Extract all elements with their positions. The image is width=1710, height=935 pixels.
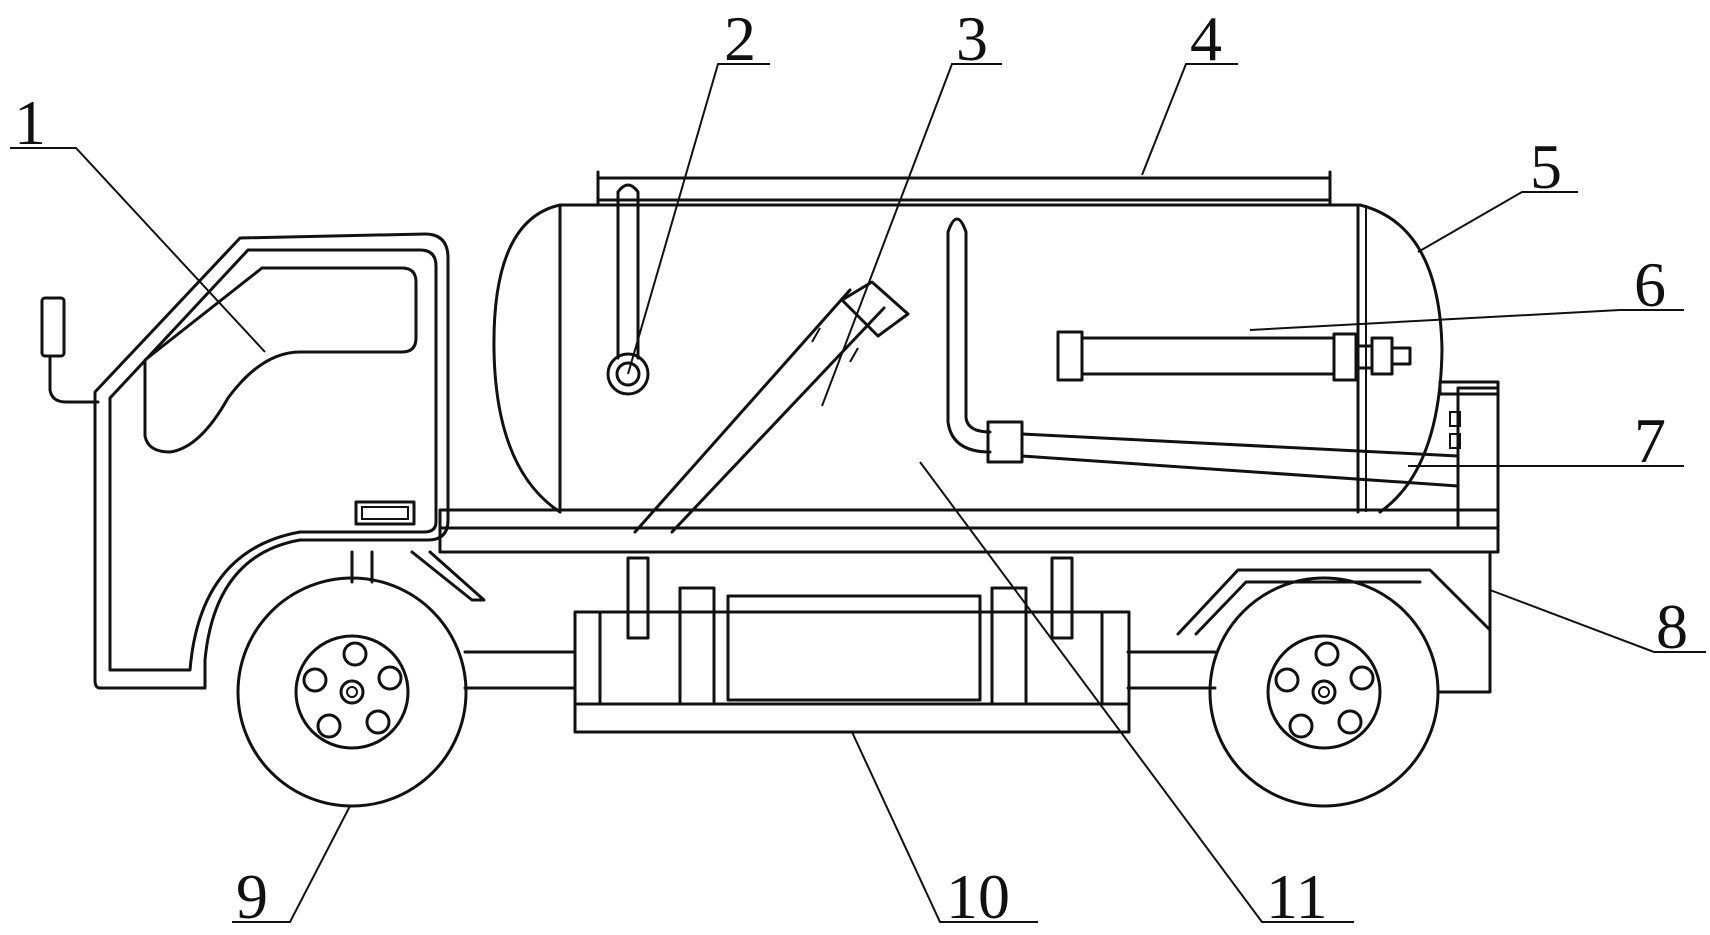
top-rail <box>596 176 1332 202</box>
box-post-2 <box>1050 556 1074 640</box>
cylinder-collar <box>1332 332 1358 382</box>
leader-lines <box>10 63 1706 923</box>
box-post-1 <box>626 556 650 640</box>
cab-window <box>143 266 418 454</box>
tank-right-cap <box>1358 203 1444 514</box>
callout-10: 10 <box>946 861 1010 932</box>
rear-fender <box>1176 568 1492 636</box>
front-step <box>410 550 486 602</box>
leader-11 <box>919 461 1354 923</box>
leader-3 <box>821 63 1002 407</box>
rear-lamp-1 <box>1449 411 1461 427</box>
chassis-beam <box>438 508 1500 554</box>
callout-6: 6 <box>1634 249 1666 320</box>
leader-5 <box>1417 191 1578 253</box>
cylinder-end-left <box>1056 330 1084 382</box>
boom-arm <box>633 288 886 534</box>
discharge-hose <box>1020 432 1460 488</box>
leader-10 <box>851 731 1038 923</box>
callout-3: 3 <box>956 3 988 74</box>
tank-left-cap <box>492 203 562 514</box>
leader-6 <box>1249 309 1684 331</box>
boom-head <box>840 280 910 338</box>
callout-2: 2 <box>724 3 756 74</box>
callout-5: 5 <box>1530 131 1562 202</box>
callout-7: 7 <box>1634 405 1666 476</box>
callout-9: 9 <box>236 861 268 932</box>
boom-clamp <box>811 327 859 363</box>
callout-8: 8 <box>1656 591 1688 662</box>
exhaust-pipe <box>48 354 100 404</box>
rear-wheel <box>1208 576 1440 808</box>
box-panel <box>726 594 982 702</box>
rear-frame-top <box>1438 380 1500 396</box>
rear-mudguard-edge <box>1438 550 1492 694</box>
rear-lamp-2 <box>1449 433 1461 449</box>
cab-outer <box>93 232 450 690</box>
leader-9 <box>232 805 351 923</box>
vent-valve-outer <box>606 352 650 396</box>
cab-inner <box>108 248 438 672</box>
cylinder-nut <box>1370 336 1394 376</box>
callout-1: 1 <box>14 87 46 158</box>
cylinder-tip <box>1390 346 1412 366</box>
leader-2 <box>627 63 770 375</box>
callout-4: 4 <box>1190 3 1222 74</box>
leader-4 <box>1141 63 1238 176</box>
truck-body <box>40 170 1500 734</box>
callout-11: 11 <box>1266 861 1328 932</box>
callout-labels: 1 2 3 4 5 6 7 8 9 10 11 <box>14 3 1688 932</box>
door-handle-inner <box>361 506 409 520</box>
pipe-joint <box>986 420 1024 464</box>
box-bracket-left <box>678 586 716 706</box>
front-wheel <box>236 576 468 808</box>
vent-pipe <box>616 183 640 360</box>
rear-pipe <box>946 217 992 454</box>
cylinder-body <box>1080 336 1336 376</box>
leader-8 <box>1489 589 1706 653</box>
vent-valve-inner <box>615 361 641 387</box>
box-bracket-right <box>990 586 1028 706</box>
leader-1 <box>10 147 266 353</box>
door-handle <box>354 500 416 526</box>
rear-frame-post <box>1456 386 1500 530</box>
exhaust-top <box>40 296 66 358</box>
